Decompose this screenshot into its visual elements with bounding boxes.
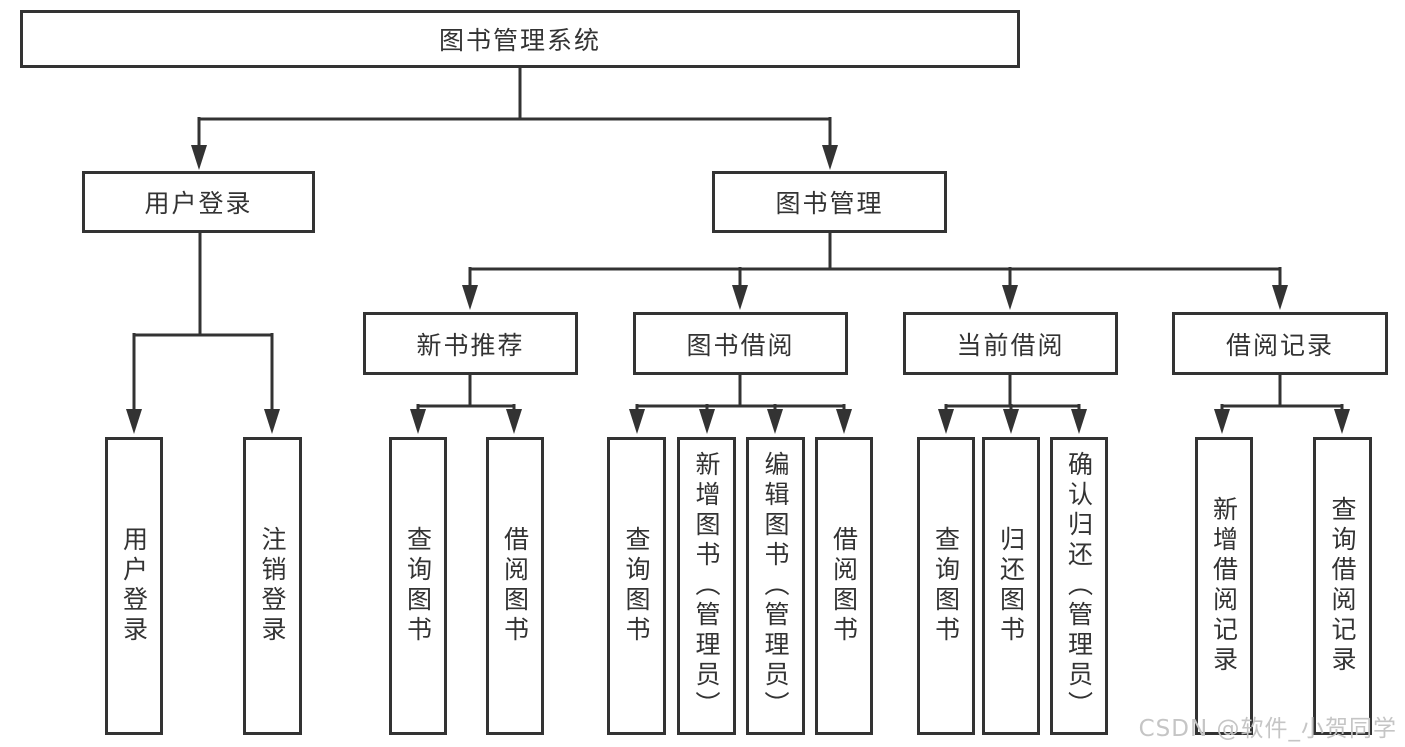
leaf-label: 查询图书 <box>931 526 961 646</box>
node-label: 用户登录 <box>144 189 253 218</box>
leaf-return-books: 归还图书 <box>982 437 1040 735</box>
leaf-label: 新增图书（管理员） <box>692 451 721 721</box>
node-borrow-records: 借阅记录 <box>1172 312 1388 375</box>
node-label: 借阅记录 <box>1225 330 1334 360</box>
leaf-borrow-books: 借阅图书 <box>815 437 873 735</box>
leaf-edit-books-admin: 编辑图书（管理员） <box>746 437 805 735</box>
connector-new-books <box>416 375 516 414</box>
connector-user-login <box>132 233 274 412</box>
leaf-label: 确认归还（管理员） <box>1064 451 1094 721</box>
node-new-book-recommend: 新书推荐 <box>363 312 578 375</box>
node-user-login: 用户登录 <box>82 171 315 233</box>
leaf-query-books-recommend: 查询图书 <box>389 437 447 735</box>
leaf-label: 编辑图书（管理员） <box>761 451 790 721</box>
node-label: 图书管理系统 <box>438 26 601 55</box>
leaf-user-login: 用户登录 <box>105 437 163 735</box>
leaf-query-books-current: 查询图书 <box>917 437 975 735</box>
leaf-label: 归还图书 <box>996 526 1026 646</box>
node-current-borrow: 当前借阅 <box>903 312 1118 375</box>
node-library-system: 图书管理系统 <box>20 10 1020 68</box>
connector-current-borrow <box>944 375 1081 414</box>
leaf-query-borrow-record: 查询借阅记录 <box>1313 437 1372 735</box>
leaf-add-borrow-record: 新增借阅记录 <box>1195 437 1253 735</box>
node-book-management: 图书管理 <box>712 171 947 233</box>
leaf-label: 查询借阅记录 <box>1328 496 1357 676</box>
node-label: 图书管理 <box>775 189 884 218</box>
leaf-logout: 注销登录 <box>243 437 302 735</box>
node-label: 当前借阅 <box>956 330 1065 360</box>
leaf-label: 新增借阅记录 <box>1209 496 1239 676</box>
leaf-label: 查询图书 <box>403 526 433 646</box>
leaf-label: 查询图书 <box>622 526 651 646</box>
node-book-borrow: 图书借阅 <box>633 312 848 375</box>
leaf-label: 用户登录 <box>119 526 149 646</box>
connector-borrow-records <box>1220 375 1344 414</box>
leaf-label: 注销登录 <box>258 526 287 646</box>
csdn-watermark: CSDN @软件_小贺同学 <box>1138 716 1397 742</box>
leaf-confirm-return-admin: 确认归还（管理员） <box>1050 437 1108 735</box>
leaf-query-books-borrow: 查询图书 <box>607 437 666 735</box>
connector-book-borrow <box>635 375 846 414</box>
leaf-borrow-books-recommend: 借阅图书 <box>486 437 544 735</box>
connector-book-mgmt <box>468 233 1282 289</box>
connector-root <box>197 68 832 150</box>
leaf-label: 借阅图书 <box>500 526 530 646</box>
leaf-label: 借阅图书 <box>829 526 859 646</box>
node-label: 新书推荐 <box>416 330 525 360</box>
node-label: 图书借阅 <box>686 330 795 360</box>
leaf-add-books-admin: 新增图书（管理员） <box>677 437 736 735</box>
